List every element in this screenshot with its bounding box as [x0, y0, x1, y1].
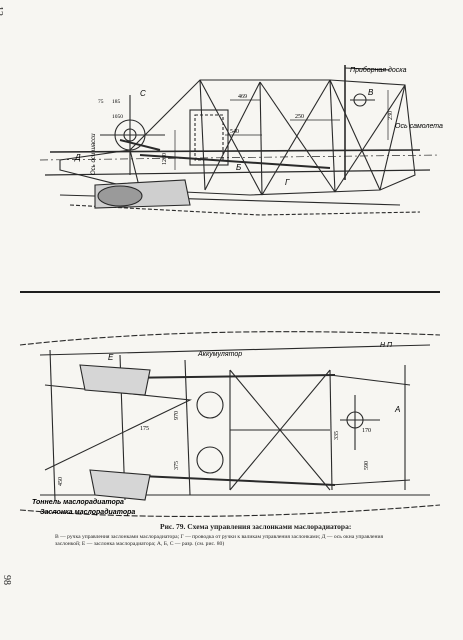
dim-450: 450 — [58, 477, 64, 486]
letter-b: Б — [236, 163, 241, 172]
dim-230: 230 — [388, 111, 394, 120]
figure-caption: Рис. 79. Схема управления заслонками мас… — [160, 522, 352, 531]
label-flap: Заслонка маслорадиатора — [40, 508, 135, 516]
letter-g: Г — [285, 178, 290, 187]
dim-170: 170 — [362, 428, 371, 434]
dim-469: 469 — [238, 94, 247, 100]
label-plane-axis: Ось самолета — [395, 123, 443, 130]
dim-250: 250 — [295, 114, 304, 120]
dim-1050: 1050 — [112, 114, 123, 120]
dim-75: 75 — [98, 99, 104, 105]
letter-a: А — [394, 405, 400, 414]
dim-175: 175 — [140, 426, 149, 432]
dim-1230: 1230 — [162, 153, 168, 165]
dim-185: 185 — [112, 99, 121, 105]
letter-e: Е — [108, 353, 114, 362]
dim-335: 335 — [334, 431, 340, 440]
label-wheel-axis: Ось оси шасси — [91, 133, 97, 175]
dim-590: 590 — [364, 461, 370, 470]
dim-970: 970 — [174, 411, 180, 420]
label-instrument-panel: Приборная доска — [350, 66, 407, 74]
letter-v: В — [368, 88, 374, 97]
dim-540: 540 — [230, 129, 239, 135]
label-np: Н П — [380, 342, 393, 349]
dim-375: 375 — [174, 461, 180, 470]
bottom-schematic-drawing — [19, 331, 441, 517]
label-tunnel: Тоннель маслорадиатора — [32, 498, 124, 506]
label-accumulator: Аккумулятор — [197, 351, 242, 358]
letter-c: С — [140, 89, 146, 98]
figure-legend: В — ручка управления заслонками маслорад… — [55, 534, 384, 547]
letter-d: Д — [74, 153, 81, 162]
